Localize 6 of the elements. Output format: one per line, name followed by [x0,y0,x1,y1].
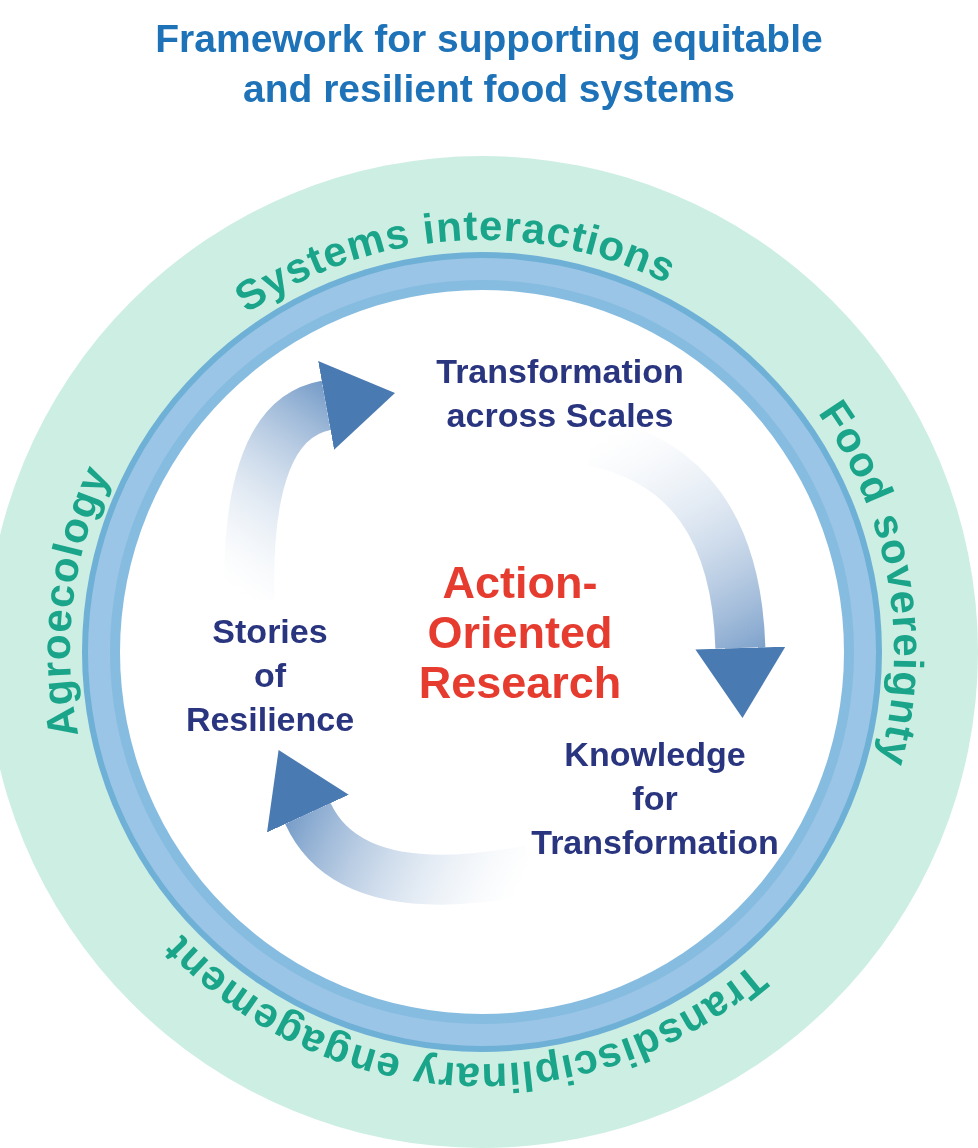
title: Framework for supporting equitable and resilient food systems [154,16,824,112]
stage-label: Stories of Resilience [184,600,356,750]
stage-label: Transformation across Scales [395,345,725,441]
stage-label: Knowledge for Transformation [530,718,780,878]
central-label: Action-Oriented Research [385,560,655,705]
circular-band [0,156,978,1148]
